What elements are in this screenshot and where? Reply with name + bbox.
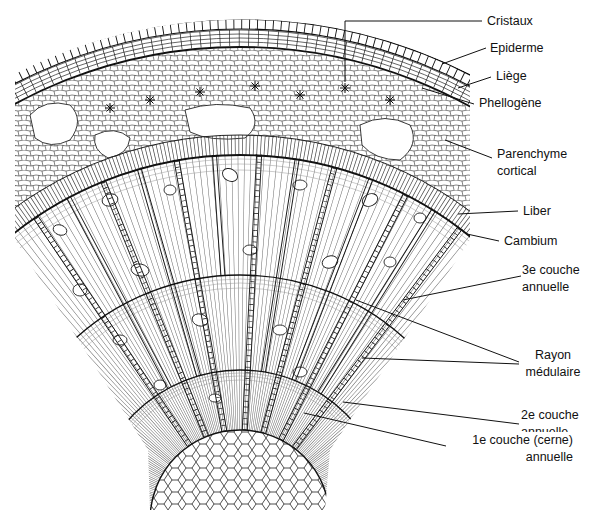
part-label: Parenchyme cortical — [496, 146, 580, 180]
part-label: Cambium — [503, 233, 559, 250]
liber — [0, 145, 590, 516]
leader-line — [458, 211, 518, 214]
part-label: Cristaux — [486, 13, 534, 30]
leader-line — [343, 402, 519, 424]
growth-lines — [0, 159, 590, 516]
cortical-parenchyma — [0, 92, 590, 516]
xylem-fibres — [13, 293, 468, 516]
part-label: Rayon médulaire — [520, 347, 586, 381]
leader-lines — [304, 21, 521, 446]
cambium-line — [0, 155, 590, 516]
medullary-rays — [33, 154, 462, 449]
leader-line — [442, 48, 486, 64]
leader-line — [362, 358, 519, 364]
part-label: Phellogène — [478, 95, 543, 112]
pith — [150, 430, 330, 516]
vessels — [52, 166, 426, 402]
phellogen — [0, 47, 590, 516]
leader-line — [356, 300, 519, 362]
cork — [0, 30, 590, 516]
ring-boundaries — [0, 155, 590, 516]
leader-line — [458, 77, 491, 88]
leader-line — [403, 276, 521, 300]
part-label: Epiderme — [489, 40, 545, 57]
part-label: 1e couche (cerne) annuelle — [450, 432, 574, 466]
liber-boundary — [0, 135, 590, 516]
leader-line — [304, 413, 446, 446]
part-label: 3e couche annuelle — [521, 262, 587, 296]
crystals — [105, 81, 395, 113]
leader-line — [345, 21, 482, 82]
part-label: Liège — [495, 68, 528, 85]
part-label: Liber — [522, 203, 552, 220]
stem-wedge — [0, 19, 590, 516]
leader-line — [467, 234, 499, 241]
epidermis — [0, 19, 590, 516]
leader-line — [445, 140, 492, 158]
leader-line — [422, 88, 474, 104]
